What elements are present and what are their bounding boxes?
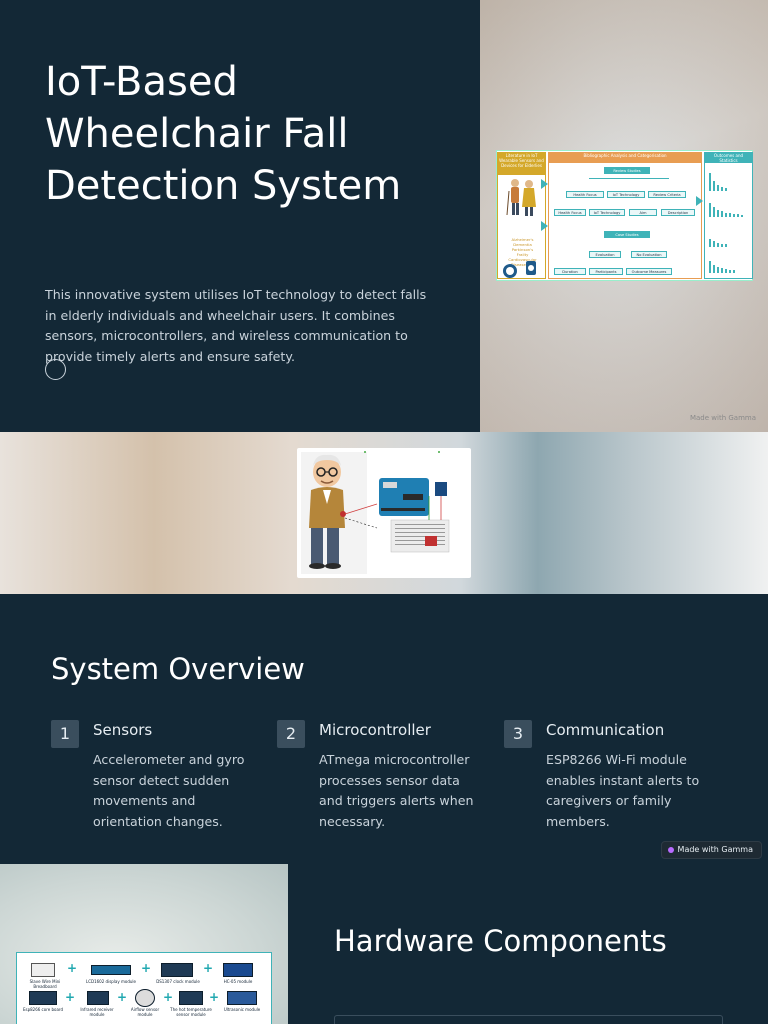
diagram-box: IoT Technology: [607, 191, 645, 198]
module-label: HC-05 module: [223, 979, 253, 984]
item-description: ESP8266 Wi-Fi module enables instant ale…: [546, 752, 700, 830]
title-slide: IoT-Based Wheelchair Fall Detection Syst…: [0, 0, 768, 432]
diagram-box: IoT Technology: [589, 209, 625, 216]
diagram-col3-header: Outcomes and Statistics: [705, 153, 752, 163]
cursor-ring-icon: [45, 359, 66, 380]
plus-icon: +: [67, 961, 78, 975]
hardware-modules-image: + + + Slave Wire Mini Breadboard LCD1602…: [16, 952, 272, 1024]
bluetooth-module-icon: [223, 963, 253, 977]
diagram-col1-conditions: Alzheimer's Dementia Parkinson's Frailty…: [500, 237, 545, 267]
temperature-sensor-icon: [179, 991, 203, 1005]
item-description: Accelerometer and gyro sensor detect sud…: [93, 752, 245, 830]
step-number: 2: [277, 720, 305, 748]
diagram-box: Description: [661, 209, 695, 216]
condition-label: Dementia: [513, 242, 532, 247]
item-title: Communication: [546, 721, 665, 739]
circuit-illustration-image: [297, 448, 471, 578]
esp8266-module-icon: [29, 991, 57, 1005]
clock-module-icon: [161, 963, 193, 977]
condition-label: Alzheimer's: [511, 237, 534, 242]
diagram-column-outcomes: Outcomes and Statistics: [704, 152, 753, 279]
diagram-column-analysis: Bibliographic Analysis and Categorisatio…: [548, 152, 702, 279]
hardware-components-slide: + + + Slave Wire Mini Breadboard LCD1602…: [0, 864, 768, 1024]
intro-description: This innovative system utilises IoT tech…: [45, 287, 427, 365]
plus-icon: +: [141, 961, 152, 975]
section-title: System Overview: [51, 652, 305, 686]
module-label: Esp8266 core board: [22, 1007, 64, 1012]
diagram-box: Case Studies: [604, 231, 650, 238]
module-label: Slave Wire Mini Breadboard: [29, 979, 61, 989]
diagram-box: Evaluation: [589, 251, 621, 258]
item-description: ATmega microcontroller processes sensor …: [319, 752, 474, 830]
module-label: Infrared receiver module: [80, 1007, 114, 1017]
diagram-column-literature: Literature in IoT Wearable Sensors and D…: [497, 152, 546, 279]
hero-image-panel: Literature in IoT Wearable Sensors and D…: [480, 0, 768, 432]
airflow-sensor-icon: [135, 989, 155, 1007]
section-title: Hardware Components: [334, 924, 667, 958]
item-title: Sensors: [93, 721, 153, 739]
diagram-box: Review Studies: [604, 167, 650, 174]
title-panel: IoT-Based Wheelchair Fall Detection Syst…: [0, 0, 480, 432]
component-card: [334, 1015, 723, 1024]
breadboard-module-icon: [31, 963, 55, 977]
made-with-gamma-badge[interactable]: Made with Gamma: [660, 841, 762, 859]
plus-icon: +: [163, 990, 174, 1004]
diagram-box: Health Focus: [554, 209, 586, 216]
plus-icon: +: [65, 990, 76, 1004]
page-title: IoT-Based Wheelchair Fall Detection Syst…: [45, 59, 402, 209]
diagram-box: Aim: [629, 209, 657, 216]
badge-label: Made with Gamma: [677, 845, 753, 854]
diagram-arrow-icon: [696, 196, 703, 206]
module-label: DS1307 clock module: [156, 979, 200, 984]
diagram-box: Health Focus: [566, 191, 604, 198]
diagram-box: Review Criteria: [648, 191, 686, 198]
plus-icon: +: [209, 990, 220, 1004]
made-with-gamma-watermark: Made with Gamma: [689, 414, 756, 422]
item-title: Microcontroller: [319, 721, 431, 739]
plus-icon: +: [203, 961, 214, 975]
step-number: 3: [504, 720, 532, 748]
gamma-logo-icon: [667, 846, 674, 853]
wearable-devices-icon: [503, 261, 536, 278]
ultrasonic-module-icon: [227, 991, 257, 1005]
diagram-col1-header: Literature in IoT Wearable Sensors and D…: [498, 153, 545, 175]
diagram-box: Duration: [554, 268, 586, 275]
condition-label: Parkinson's: [511, 247, 534, 252]
illustration-slide: [0, 432, 768, 594]
lcd-module-icon: [91, 965, 131, 975]
module-label: The hot temperature sensor module: [170, 1007, 212, 1017]
module-label: Airflow sensor module: [130, 1007, 160, 1017]
diagram-box: No Evaluation: [631, 251, 667, 258]
condition-label: Disease etc.: [510, 262, 535, 267]
diagram-box: Participants: [589, 268, 623, 275]
condition-label: Frailty: [516, 252, 529, 257]
plus-icon: +: [117, 990, 128, 1004]
elderly-man-circuit-icon: [301, 451, 450, 574]
diagram-col2-header: Bibliographic Analysis and Categorisatio…: [549, 153, 701, 163]
module-label: Ultrasonic module: [223, 1007, 261, 1012]
mini-bar-charts-icon: [709, 173, 743, 273]
research-diagram-image: Literature in IoT Wearable Sensors and D…: [496, 150, 753, 281]
step-number: 1: [51, 720, 79, 748]
diagram-box: Outcome Measures: [626, 268, 672, 275]
elderly-couple-icon: [506, 179, 536, 216]
module-label: LCD1602 display module: [85, 979, 137, 984]
condition-label: Cardiovascular: [508, 257, 537, 262]
diagram-arrow-icon: [541, 221, 548, 231]
system-overview-slide: System Overview 1 Sensors Accelerometer …: [0, 594, 768, 864]
diagram-connector: [589, 178, 669, 179]
infrared-module-icon: [87, 991, 109, 1005]
diagram-arrow-icon: [541, 179, 548, 189]
hardware-image-panel: + + + Slave Wire Mini Breadboard LCD1602…: [0, 864, 288, 1024]
